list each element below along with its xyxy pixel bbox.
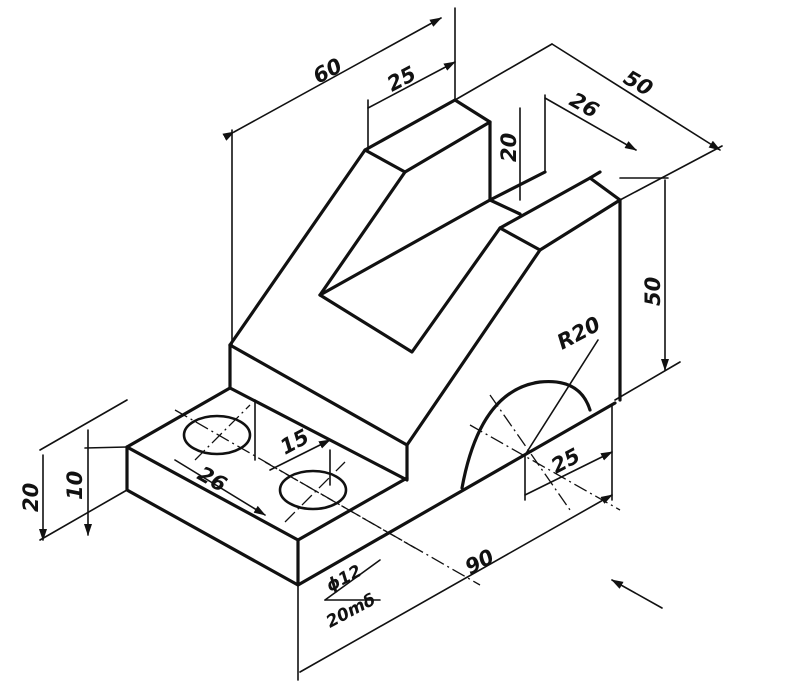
upright-left-slope xyxy=(228,148,407,347)
dim-20-base: 20 xyxy=(19,483,43,512)
center-lines xyxy=(174,394,621,586)
dim-26-slot: 26 xyxy=(566,88,603,123)
slot-floor-front xyxy=(318,226,502,354)
hole-left xyxy=(182,414,252,456)
step-riser xyxy=(228,343,409,482)
dim-r20: R20 xyxy=(553,312,604,355)
dim-50-height: 50 xyxy=(641,277,665,306)
part-outline xyxy=(125,98,622,587)
dim-10-step: 10 xyxy=(63,471,87,500)
hole-right xyxy=(278,469,348,511)
dim-25-arc: 25 xyxy=(547,443,584,478)
slot-floor xyxy=(318,198,492,297)
base-top-front-edge xyxy=(125,386,232,449)
dim-50-depth: 50 xyxy=(620,66,657,101)
base-top-right-edge xyxy=(296,476,409,542)
dim-26-hole: 26 xyxy=(194,462,231,497)
dim-90: 90 xyxy=(461,544,498,579)
dimension-lines xyxy=(39,7,723,681)
upright-top-far xyxy=(588,170,602,180)
dim-60: 60 xyxy=(309,53,346,88)
slot-step xyxy=(488,198,522,216)
upright-right-slope xyxy=(405,248,542,447)
base-front-long-edge xyxy=(296,401,617,587)
dim-20-slot: 20 xyxy=(497,133,521,162)
dim-25-top: 25 xyxy=(383,61,420,96)
arc-cutout xyxy=(460,379,592,490)
dimension-labels: 60 25 50 26 20 50 R20 25 90 20 10 15 26 … xyxy=(19,53,665,632)
